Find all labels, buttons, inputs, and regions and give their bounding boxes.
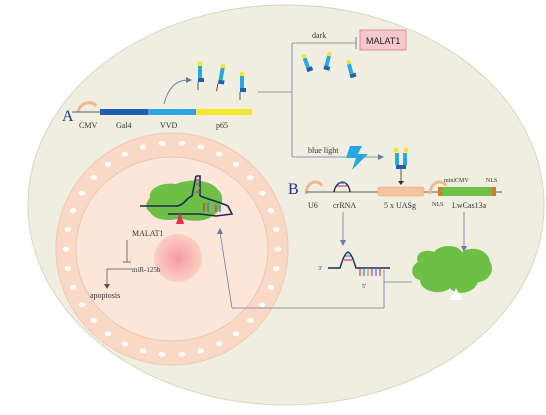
fusion-protein-monomers — [197, 61, 246, 100]
membrane-dot — [121, 151, 128, 157]
nls-left-segment — [438, 187, 442, 196]
membrane-dot — [139, 348, 147, 354]
membrane-dot — [232, 331, 240, 336]
u6-promoter-arrow — [304, 180, 324, 195]
five-prime-label: 5' — [362, 284, 366, 290]
u6-label: U6 — [308, 201, 318, 210]
membrane-dot — [197, 144, 205, 150]
membrane-dot — [64, 266, 72, 271]
panel-a-letter: A — [62, 108, 74, 125]
crrna-label: crRNA — [333, 201, 356, 210]
vvd-segment — [148, 109, 196, 115]
membrane-dot — [178, 141, 185, 146]
nls-right-segment — [492, 187, 496, 196]
monomer-3 — [239, 71, 246, 100]
cell — [55, 132, 289, 366]
three-prime-label: 3' — [318, 266, 322, 272]
membrane-dot — [121, 341, 128, 347]
membrane-dot — [216, 341, 223, 347]
cleavage-marker — [176, 212, 184, 224]
merge-up-arrowhead — [217, 228, 223, 234]
membrane-dot — [197, 348, 205, 354]
cas-down-arrowhead — [461, 246, 467, 252]
membrane-dot — [90, 318, 97, 323]
nucleolus — [154, 234, 202, 282]
membrane-dot — [70, 208, 77, 214]
vvd-label: VVD — [160, 121, 178, 130]
cell-apoptosis-label: apoptosis — [90, 291, 120, 300]
crrna-hairpin — [333, 181, 351, 193]
nls-right-label: NLS — [486, 178, 497, 184]
cmv-label: CMV — [79, 121, 97, 130]
cell-rna-strand — [140, 175, 234, 217]
monomer-2 — [216, 63, 226, 92]
membrane-dot — [64, 227, 72, 232]
blue-light-label: blue light — [308, 146, 339, 155]
minicmv-label: miniCMV — [444, 178, 469, 184]
membrane-dot — [267, 208, 274, 214]
membrane-dot — [159, 352, 166, 357]
membrane-dot — [178, 352, 185, 357]
cell-mir-label: miR-125b — [132, 266, 161, 274]
dark-monomers — [301, 51, 357, 79]
dark-monomer-3 — [346, 59, 357, 79]
uasg-segment — [377, 186, 425, 197]
membrane-dot — [90, 175, 97, 181]
dark-label: dark — [312, 31, 326, 40]
dark-monomer-2 — [323, 51, 332, 71]
gal4-segment — [100, 109, 148, 115]
cmv-promoter-arrow — [76, 101, 98, 113]
membrane-dots — [62, 141, 282, 357]
light-activated-dimer — [393, 147, 409, 185]
membrane-dot — [273, 227, 280, 232]
expression-arrowhead — [186, 77, 192, 83]
membrane-dot — [247, 175, 254, 181]
p65-label: p65 — [216, 121, 228, 130]
membrane-dot — [273, 266, 280, 271]
membrane-dot — [159, 141, 166, 146]
malat1-target-box — [359, 29, 407, 51]
lwcas13a-protein — [412, 246, 493, 300]
cell-cas13a-shape — [146, 180, 223, 221]
expression-arrow — [163, 79, 189, 105]
malat1-target-label: MALAT1 — [366, 36, 400, 46]
lwcas13a-label: LwCas13a — [452, 201, 487, 210]
membrane-dot — [274, 246, 282, 252]
membrane-dot — [247, 318, 254, 323]
gal4-label: Gal4 — [116, 121, 132, 130]
lwcas13a-segment — [442, 187, 492, 196]
nls-left-label: NLS — [432, 202, 443, 208]
monomer-1 — [197, 61, 204, 90]
crrna-hairpin-pairs — [337, 182, 347, 187]
membrane-dot — [216, 151, 223, 157]
membrane-dot — [78, 190, 86, 196]
membrane-dot — [104, 162, 112, 167]
membrane-dot — [62, 246, 70, 252]
dark-monomer-1 — [301, 54, 314, 73]
membrane-dot — [267, 284, 274, 290]
lightning-icon — [346, 146, 368, 170]
merge-up-line — [219, 231, 233, 309]
membrane-dot — [258, 302, 266, 308]
membrane-dot — [78, 302, 86, 308]
panel-b-letter: B — [288, 181, 299, 198]
uasg-label: 5 x UASg — [384, 201, 416, 210]
membrane-dot — [258, 190, 266, 196]
crrna-molecule — [328, 251, 390, 276]
blue-light-arrowhead — [378, 154, 384, 160]
mir-to-apoptosis-arrowhead — [104, 284, 110, 289]
minicmv-promoter-arrow — [428, 180, 448, 195]
crrna-down-arrowhead — [340, 240, 346, 246]
membrane-dot — [70, 284, 77, 290]
cell-malat1-label: MALAT1 — [132, 229, 164, 238]
cell-cas13a-complex — [140, 175, 234, 224]
membrane-dot — [104, 331, 112, 336]
membrane-dot — [232, 162, 240, 167]
cell-rna-basepairs — [196, 179, 221, 212]
p65-segment — [196, 109, 252, 115]
membrane-dot — [139, 144, 147, 150]
